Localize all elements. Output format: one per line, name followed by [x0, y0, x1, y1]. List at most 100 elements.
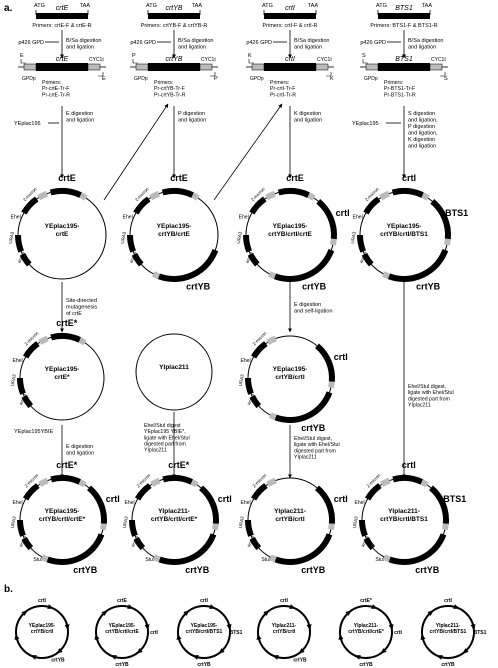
direction-arrow: [298, 648, 305, 654]
ampr-label: ampR: [358, 250, 369, 264]
origin-segment: [133, 196, 151, 215]
direction-arrow: [30, 655, 37, 660]
panel-b-backbone: [257, 605, 311, 659]
plasmid-p2: 2-micronURA3ampREheIcrtEcrtYBYEplac195-c…: [120, 173, 219, 292]
panel-b-backbone: [177, 605, 231, 659]
direction-arrow: [47, 604, 54, 609]
yeplac195-label: YEplac195: [14, 121, 41, 127]
cyc1-segment: [150, 477, 161, 487]
ura3-segment: [17, 519, 26, 537]
taa-label: TAA: [308, 3, 319, 9]
direction-arrow: [127, 604, 134, 609]
p426-label: p426 GPD: [246, 40, 272, 46]
ampr-label: ampR: [246, 534, 257, 548]
ura3-label: URA3: [350, 231, 357, 244]
panel-b-gene: crtYB: [441, 662, 455, 668]
cyc1t-segment: [79, 192, 88, 201]
cyc1-segment: [37, 190, 49, 201]
gene-segment: [430, 198, 451, 240]
plasmid-p10: 2-micronURA3ampREheIStuIcrtIcrtYBYIplac2…: [238, 472, 348, 575]
site-arrow: [20, 59, 26, 64]
taa-label: TAA: [422, 3, 433, 9]
ura3-segment: [17, 377, 26, 395]
arrow-diagonal: [103, 103, 169, 201]
gene-name-label: crtYB: [415, 565, 440, 575]
panel-b-label: b.: [4, 584, 13, 595]
ura3-label: URA3: [352, 516, 359, 529]
gene-segment: [273, 248, 335, 282]
direction-arrow: [453, 604, 460, 609]
cyc1t-segment: [191, 192, 200, 201]
gene-name-label: crtI: [218, 494, 232, 504]
plasmid-p9: 2-micronURA3ampREheIStuIcrtE*crtIcrtYBYI…: [122, 460, 232, 575]
cyc1t-segment: [420, 479, 429, 488]
ehel-label: EheI: [353, 214, 363, 220]
ura3-label: URA3: [120, 231, 127, 244]
plasmid-name: YEplac195-crtYB/crtI/BTS1: [380, 223, 428, 238]
gene-name-label: crtE: [286, 173, 304, 183]
direction-arrow: [101, 610, 108, 616]
direction-arrow: [110, 655, 117, 660]
ampr-label: ampR: [130, 534, 141, 548]
cyc1t-segment: [327, 523, 335, 531]
direction-arrow: [94, 633, 100, 640]
cyc1t-segment: [381, 271, 391, 280]
gene-label: crtYB: [165, 5, 182, 12]
cyc1t-segment: [152, 554, 161, 563]
gene-name-label: crtYB: [416, 282, 441, 292]
atg-label: ATG: [262, 3, 273, 9]
gene-box: [36, 63, 88, 71]
panel-b-gene: crtI: [38, 598, 46, 604]
direction-arrow: [427, 610, 434, 616]
gene-name-label: crtYB: [73, 565, 98, 575]
gene-segment: [314, 343, 335, 382]
stul-label: StuI: [33, 557, 42, 563]
atg-label: ATG: [376, 3, 387, 9]
amp-segment: [247, 252, 260, 267]
origin-segment: [365, 483, 382, 501]
primers-label: Primers: crtYB-F & crtYB-R: [141, 23, 208, 29]
direction-arrow: [256, 633, 262, 640]
yeplac195ybie-label: YEplac195YBIE: [14, 429, 53, 435]
site-arrow: [98, 72, 104, 77]
origin-segment: [251, 341, 268, 359]
stul-label: StuI: [261, 557, 270, 563]
ampr-label: ampR: [128, 250, 139, 264]
gene-label: crtI: [285, 5, 295, 12]
panel-b-gene: crtE: [117, 598, 127, 604]
origin-segment: [135, 483, 152, 501]
panel-b-backbone: [339, 605, 393, 659]
gene-segment: [50, 475, 82, 485]
gpdp-label: GPDp: [364, 76, 378, 82]
plasmid-backbone: [135, 333, 213, 411]
ura3-label: URA3: [10, 516, 17, 529]
site-arrow: [326, 72, 332, 77]
cyc1t-segment: [327, 381, 335, 389]
gpdp-label: GPDp: [250, 76, 264, 82]
ura3-label: URA3: [8, 231, 15, 244]
panel-b-name: YEplac195-crtYB/crtI/crtE: [105, 623, 139, 635]
direction-arrow: [218, 648, 225, 654]
direction-arrow: [14, 633, 20, 640]
ura3-label: URA3: [122, 516, 129, 529]
cyc1t-box: [199, 63, 213, 71]
ura3-label: URA3: [238, 374, 245, 387]
direction-arrow: [192, 655, 199, 660]
gene-segment: [316, 198, 337, 240]
gene-name-label: crtI: [334, 352, 348, 362]
direction-arrow: [64, 624, 70, 631]
origin-segment: [249, 196, 267, 215]
direction-arrow: [21, 610, 28, 616]
cyc1-segment: [265, 190, 277, 201]
cyc1t-segment: [99, 523, 107, 531]
panel-b-gene: crtI: [394, 630, 402, 636]
